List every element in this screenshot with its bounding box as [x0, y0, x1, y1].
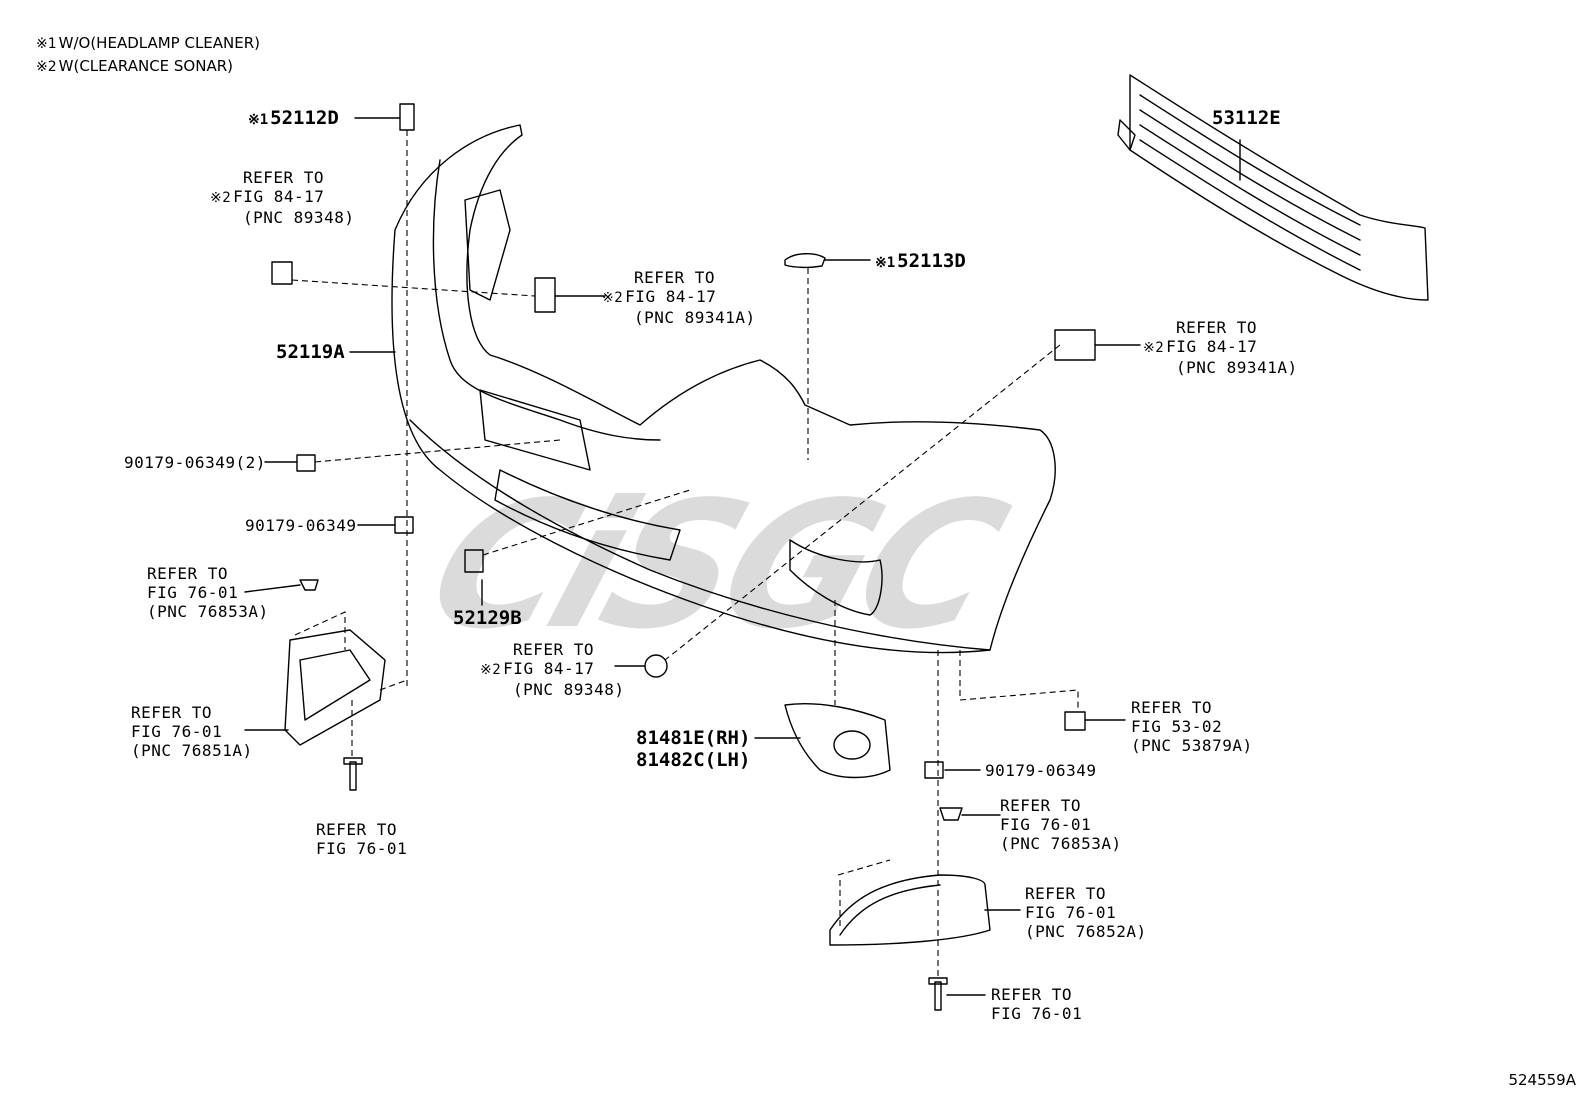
lower-spoiler-left [284, 629, 386, 746]
bumper-fog-opening [789, 539, 883, 616]
pin-right [939, 807, 963, 821]
part-52119A: 52119A [276, 341, 345, 363]
cap-52112D [399, 103, 415, 131]
bolt-right [928, 977, 948, 1011]
bracket-53879A [1064, 711, 1086, 731]
part-clip-2: 90179-06349 [245, 516, 357, 535]
clip-3 [924, 761, 944, 779]
refer-block-11: REFER TO FIG 76-01 [991, 985, 1083, 1023]
pin-left [299, 579, 319, 591]
part-52129B: 52129B [453, 607, 522, 629]
figure-number: 524559A [1508, 1071, 1576, 1089]
clip-2 [394, 516, 414, 534]
refer-block-5: REFER TO FIG 76-01 (PNC 76851A) [131, 703, 253, 760]
sensor-right [1054, 329, 1096, 361]
fog-cover-outline [784, 702, 891, 779]
cap-52113D [784, 253, 826, 269]
sensor-center [534, 277, 556, 313]
sonar-ring [644, 654, 668, 678]
refer-block-10: REFER TO FIG 76-01 (PNC 76852A) [1025, 884, 1147, 941]
clip-1 [296, 454, 316, 472]
part-53112E: 53112E [1212, 107, 1281, 129]
bumper-grille-opening [479, 389, 591, 471]
refer-block-8: REFER TO FIG 53-02 (PNC 53879A) [1131, 698, 1253, 755]
bumper-lower-opening [494, 469, 681, 561]
grille-outline [1129, 74, 1429, 301]
bracket-52129B [464, 549, 484, 573]
lower-spoiler-right [829, 874, 991, 946]
part-81481E: 81481E(RH) [636, 727, 751, 749]
refer-block-4: REFER TO FIG 76-01 (PNC 76853A) [147, 564, 269, 621]
bumper-cover-outline [391, 124, 1056, 654]
bolt-left [343, 757, 363, 791]
refer-block-6: REFER TO FIG 76-01 [316, 820, 408, 858]
part-clip-3: 90179-06349 [985, 761, 1097, 780]
bumper-inner-edge [432, 159, 661, 441]
part-81482C: 81482C(LH) [636, 749, 751, 771]
part-clip-1: 90179-06349(2) [124, 453, 266, 472]
bumper-lower-lip [409, 419, 991, 651]
refer-block-9: REFER TO FIG 76-01 (PNC 76853A) [1000, 796, 1122, 853]
bumper-upper-bracket [464, 189, 511, 301]
sensor-left-top [271, 261, 293, 285]
